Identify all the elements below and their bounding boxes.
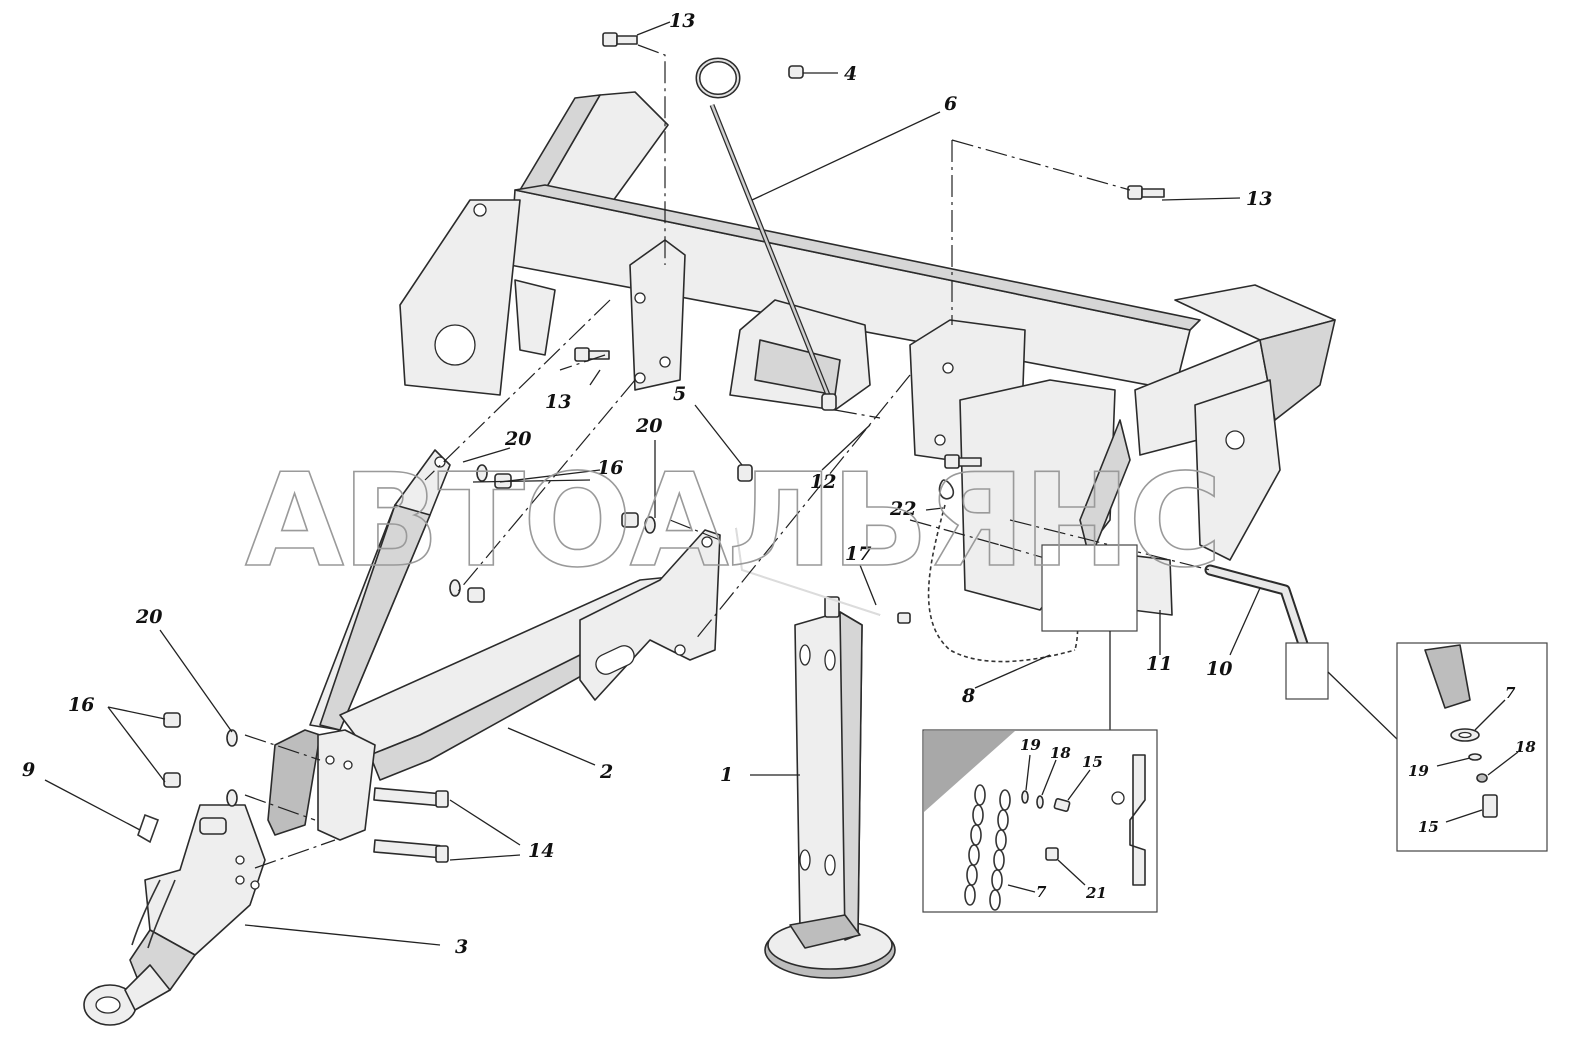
callout-9: 9 (22, 759, 35, 781)
bolt-13-top (602, 32, 638, 47)
watermark-text: АВТОАЛЬЯНС (245, 447, 1220, 596)
inset-callout-21: 21 (1085, 884, 1107, 902)
support-jack (735, 527, 911, 979)
callout-6: 6 (944, 93, 957, 115)
inset-callout-18: 18 (1050, 744, 1071, 762)
inset-chain-detail: 19 18 15 7 21 (922, 729, 1158, 913)
callout-11: 11 (1146, 653, 1172, 675)
callout-16-top: 16 (597, 457, 623, 479)
pin-callout-7: 7 (1505, 684, 1516, 702)
assembly-lines (244, 44, 1211, 869)
callout-12: 12 (810, 471, 836, 493)
callout-17: 17 (845, 543, 871, 565)
bolt-14-lower (373, 839, 449, 863)
inset-callout-7: 7 (1036, 883, 1047, 901)
spring-clip-9 (131, 813, 176, 949)
towing-eye-hitch (83, 804, 266, 1026)
callout-5: 5 (673, 383, 686, 405)
callout-20-left: 20 (135, 606, 162, 628)
pin-detail-marker (1285, 642, 1329, 700)
callout-10: 10 (1206, 658, 1232, 680)
callout-3: 3 (455, 936, 468, 958)
connector-plate (267, 729, 376, 841)
chain-detail-marker (1041, 544, 1138, 632)
bolt-13-mid (944, 454, 982, 469)
callout-14: 14 (528, 840, 554, 862)
bolt-13-left (574, 347, 610, 362)
inset-callout-19: 19 (1020, 736, 1041, 754)
callout-20-mid: 20 (635, 415, 662, 437)
leader-lines (44, 21, 1261, 946)
inset-pin-detail: 7 19 18 15 (1396, 642, 1548, 852)
pin-4 (788, 65, 804, 79)
inset-callout-15: 15 (1082, 753, 1103, 771)
pin-callout-15: 15 (1418, 818, 1439, 836)
crank-handle-10 (1204, 564, 1311, 656)
washers-nuts (163, 464, 753, 807)
crossbeam (399, 91, 1336, 611)
pin-callout-18: 18 (1515, 738, 1536, 756)
callout-22: 22 (889, 498, 916, 520)
pin-callout-19: 19 (1408, 762, 1429, 780)
callout-20-top: 20 (504, 428, 531, 450)
callout-4: 4 (844, 63, 857, 85)
callout-8: 8 (961, 685, 975, 707)
bolt-14-upper (373, 787, 449, 808)
callout-13-right: 13 (1246, 188, 1272, 210)
callout-2: 2 (599, 761, 613, 783)
drawbar-a-frame (309, 449, 721, 781)
chain-8 (927, 479, 1079, 663)
callout-16-left: 16 (68, 694, 94, 716)
bolt-13-right (1127, 185, 1165, 200)
callout-13-left: 13 (545, 391, 571, 413)
locking-rod (695, 57, 837, 411)
callout-1: 1 (720, 764, 733, 786)
callout-labels: 13 4 6 13 13 5 12 20 16 20 17 22 8 11 10… (22, 10, 1272, 958)
callout-13-top: 13 (669, 10, 695, 32)
